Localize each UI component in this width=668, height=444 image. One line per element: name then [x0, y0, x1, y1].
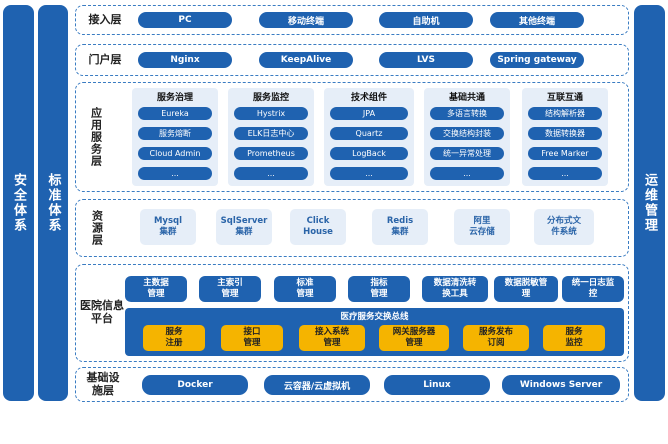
group-item: Eureka — [138, 107, 212, 120]
bus-gateway-server-mgmt: 网关服务器 管理 — [379, 325, 449, 351]
group-title: 技术组件 — [350, 93, 387, 103]
group-item: 服务熔断 — [138, 127, 212, 140]
group-item: ... — [330, 167, 408, 180]
group-item: Cloud Admin — [138, 147, 212, 160]
portal-item-keepalive: KeepAlive — [259, 52, 353, 68]
group-item: LogBack — [330, 147, 408, 160]
ops-management-label: 运维管理 — [642, 173, 657, 233]
access-layer-title: 接入层 — [88, 13, 122, 26]
group-item: Prometheus — [234, 147, 308, 160]
portal-layer: 门户层 Nginx KeepAlive LVS Spring gateway — [75, 44, 629, 76]
resource-aliyun-storage: 阿里 云存储 — [454, 209, 510, 245]
standard-system-bar: 标准体系 — [38, 5, 68, 401]
infrastructure-layer: 基础设施层 Docker 云容器/云虚拟机 Linux Windows Serv… — [75, 367, 629, 402]
group-tech-components: 技术组件 JPA Quartz LogBack ... — [324, 88, 414, 186]
resource-clickhouse: Click House — [290, 209, 346, 245]
security-system-label: 安全体系 — [11, 173, 26, 233]
group-item: ... — [138, 167, 212, 180]
resource-distributed-fs: 分布式文 件系统 — [534, 209, 594, 245]
infrastructure-layer-title: 基础设施层 — [86, 371, 120, 397]
group-item: Free Marker — [528, 147, 602, 160]
security-system-bar: 安全体系 — [3, 5, 34, 401]
ops-management-bar: 运维管理 — [634, 5, 665, 401]
portal-item-spring-gateway: Spring gateway — [490, 52, 584, 68]
mgmt-master-data: 主数据 管理 — [125, 276, 187, 302]
access-item-kiosk: 自助机 — [379, 12, 473, 28]
app-service-layer: 应用服务层 服务治理 Eureka 服务熔断 Cloud Admin ... 服… — [75, 82, 629, 192]
group-service-monitoring: 服务监控 Hystrix ELK日志中心 Prometheus ... — [228, 88, 314, 186]
access-item-other: 其他终端 — [490, 12, 584, 28]
infra-linux: Linux — [384, 375, 490, 395]
resource-mysql: Mysql 集群 — [140, 209, 196, 245]
access-layer: 接入层 PC 移动终端 自助机 其他终端 — [75, 5, 629, 35]
group-item: ... — [234, 167, 308, 180]
hospital-platform-title: 医院信息平台 — [80, 299, 124, 325]
group-title: 服务监控 — [252, 93, 289, 103]
infra-windows-server: Windows Server — [502, 375, 620, 395]
group-item: Hystrix — [234, 107, 308, 120]
mgmt-data-cleansing: 数据清洗转 换工具 — [422, 276, 488, 302]
access-item-pc: PC — [138, 12, 232, 28]
group-item: 数据转换器 — [528, 127, 602, 140]
hospital-platform-layer: 医院信息平台 主数据 管理 主索引 管理 标准 管理 指标 管理 数据清洗转 换… — [75, 264, 629, 362]
group-service-governance: 服务治理 Eureka 服务熔断 Cloud Admin ... — [132, 88, 218, 186]
service-exchange-bus: 医疗服务交换总线 服务 注册 接口 管理 接入系统 管理 网关服务器 管理 服务… — [125, 308, 624, 356]
resource-sqlserver: SqlServer 集群 — [216, 209, 272, 245]
portal-item-nginx: Nginx — [138, 52, 232, 68]
group-title: 基础共通 — [448, 93, 485, 103]
group-item: ELK日志中心 — [234, 127, 308, 140]
group-item: ... — [430, 167, 504, 180]
portal-layer-title: 门户层 — [88, 53, 122, 66]
bus-service-registry: 服务 注册 — [143, 325, 205, 351]
resource-redis: Redis 集群 — [372, 209, 428, 245]
mgmt-unified-log: 统一日志监 控 — [562, 276, 624, 302]
resource-layer: 资源层 Mysql 集群 SqlServer 集群 Click House Re… — [75, 199, 629, 257]
group-item: ... — [528, 167, 602, 180]
mgmt-data-masking: 数据脱敏管 理 — [494, 276, 558, 302]
group-item: Quartz — [330, 127, 408, 140]
group-interconnection: 互联互通 结构解析器 数据转换器 Free Marker ... — [522, 88, 608, 186]
group-item: 结构解析器 — [528, 107, 602, 120]
group-item: 多语言转换 — [430, 107, 504, 120]
bus-system-access-mgmt: 接入系统 管理 — [299, 325, 365, 351]
infra-docker: Docker — [142, 375, 248, 395]
group-title: 互联互通 — [546, 93, 583, 103]
mgmt-indicator: 指标 管理 — [348, 276, 410, 302]
access-item-mobile: 移动终端 — [259, 12, 353, 28]
bus-service-pubsub: 服务发布 订阅 — [463, 325, 529, 351]
app-service-layer-title: 应用服务层 — [89, 107, 103, 167]
group-item: JPA — [330, 107, 408, 120]
group-common-base: 基础共通 多语言转换 交换结构封装 统一异常处理 ... — [424, 88, 510, 186]
bus-service-monitoring: 服务 监控 — [543, 325, 605, 351]
resource-layer-title: 资源层 — [90, 210, 104, 246]
mgmt-standard: 标准 管理 — [274, 276, 336, 302]
group-item: 统一异常处理 — [430, 147, 504, 160]
standard-system-label: 标准体系 — [45, 173, 61, 233]
group-item: 交换结构封装 — [430, 127, 504, 140]
mgmt-master-index: 主索引 管理 — [199, 276, 261, 302]
service-exchange-bus-title: 医疗服务交换总线 — [340, 312, 409, 322]
portal-item-lvs: LVS — [379, 52, 473, 68]
infra-cloud-container-vm: 云容器/云虚拟机 — [264, 375, 370, 395]
bus-interface-mgmt: 接口 管理 — [221, 325, 283, 351]
group-title: 服务治理 — [156, 93, 193, 103]
